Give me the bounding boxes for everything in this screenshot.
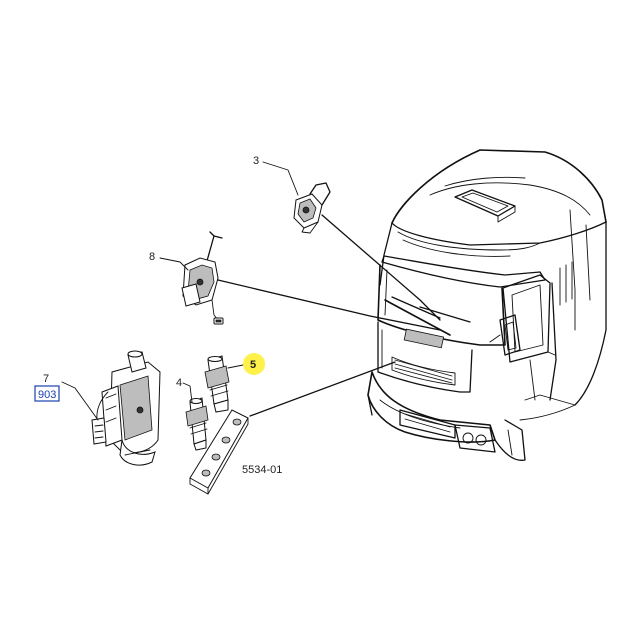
part-8-lever: [181, 231, 224, 325]
side-vents: [559, 261, 573, 306]
callout-8: 8: [149, 251, 155, 263]
leader-lines: [61, 161, 451, 421]
callout-7: 7: [43, 373, 49, 385]
highlight-circle-5[interactable]: [243, 353, 265, 375]
callout-5: 5: [250, 359, 256, 371]
part-7-actuator: [91, 350, 161, 466]
part-3-switch: [293, 182, 331, 234]
truck-cab-illustration: [367, 149, 607, 461]
callout-3: 3: [253, 155, 259, 167]
drawing-code: 5534-01: [242, 464, 282, 476]
connector-plate: [189, 409, 249, 495]
front-grille: [377, 321, 473, 393]
reference-903-label: 903: [38, 389, 56, 401]
reference-box-903[interactable]: [34, 385, 60, 402]
part-5-sensor: [204, 355, 230, 413]
callout-4: 4: [176, 377, 182, 389]
part-4-sensor: [185, 397, 209, 451]
